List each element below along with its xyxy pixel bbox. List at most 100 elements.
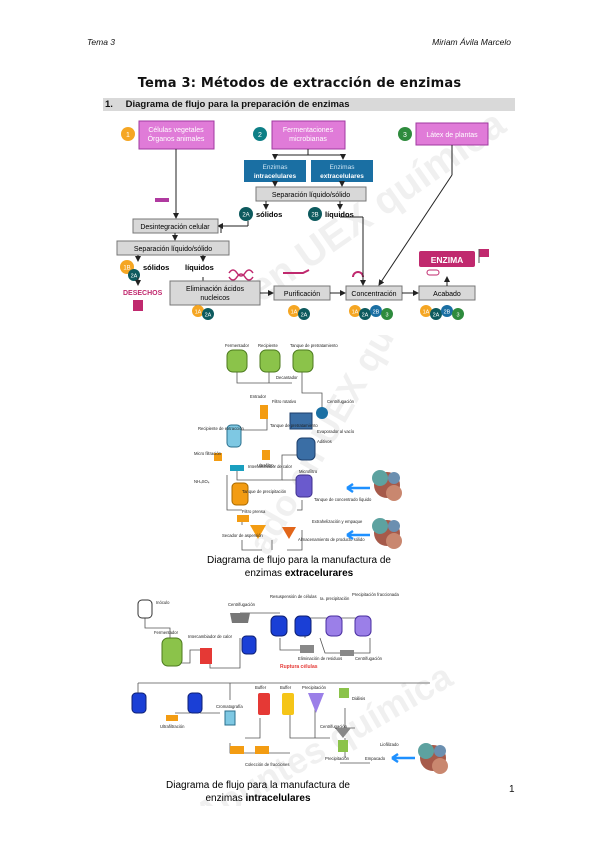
- extra-caption-line2: enzimas extracelurares: [245, 568, 354, 579]
- svg-text:1A: 1A: [352, 310, 359, 316]
- badge-2a: [239, 207, 253, 221]
- sep1-box: [255, 186, 367, 202]
- svg-text:Intercambiador de calor: Intercambiador de calor: [188, 634, 233, 639]
- coleccion-unit-2: [255, 746, 269, 754]
- badge-2a-small: [128, 269, 140, 281]
- elim-line1: Eliminación ácidos: [186, 286, 244, 293]
- intra-caption-line1: Diagrama de flujo para la manufactura de: [166, 780, 350, 791]
- precipitacion-cone: [308, 693, 324, 713]
- ultra-unit: [166, 715, 178, 721]
- centrif2-unit: [340, 650, 354, 656]
- svg-text:Precipitación fraccionada: Precipitación fraccionada: [352, 592, 399, 597]
- trash-icon: [133, 300, 143, 311]
- elim-line2: nucleicos: [200, 295, 230, 302]
- intra-box: [244, 160, 306, 182]
- protein-icon: [418, 743, 448, 774]
- enzima-text: ENZIMA: [431, 255, 464, 265]
- filtro-unit: [260, 405, 268, 419]
- header-left: Tema 3: [87, 37, 116, 47]
- svg-text:Tanque de precipitación: Tanque de precipitación: [242, 489, 287, 494]
- step2-badge: [253, 127, 267, 141]
- svg-text:2A: 2A: [433, 313, 440, 319]
- cromatografia-column: [224, 710, 236, 726]
- acabado-badges: 1A 2A 2B 3: [420, 305, 464, 320]
- tank-blue-3: [294, 615, 312, 637]
- svg-text:Ultrafiltración: Ultrafiltración: [160, 724, 185, 729]
- acabado-text: Acabado: [433, 291, 461, 298]
- arrow-icon: [346, 529, 370, 541]
- sep2-box: [116, 240, 230, 256]
- headphones-icon: [352, 271, 364, 278]
- section-label: Diagrama de flujo para la preparación de…: [125, 99, 350, 110]
- enzima-box: [419, 251, 475, 267]
- liquidos2-label: líquidos: [185, 263, 214, 272]
- svg-text:Tanque de concentrado líquido: Tanque de concentrado líquido: [314, 497, 372, 502]
- centrifuga-unit: [230, 613, 250, 623]
- recipiente-extr-vessel: [226, 424, 242, 448]
- coleccion-unit: [230, 746, 244, 754]
- svg-text:1A: 1A: [195, 310, 202, 316]
- badge-2b-text: 2B: [311, 213, 318, 219]
- page-title: Tema 3: Métodos de extracción de enzimas: [137, 76, 462, 91]
- syringe-icon: [283, 269, 310, 274]
- extracellular-diagram: ado en UEX química Fermentador Recipient…: [194, 335, 426, 579]
- svg-text:1A: 1A: [291, 310, 298, 316]
- src1-box: [138, 120, 215, 150]
- eliminacion-unit: [300, 645, 314, 653]
- svg-text:2B: 2B: [373, 310, 380, 316]
- section-heading: 1. Diagrama de flujo para la preparación…: [103, 98, 515, 111]
- tank-blue-4: [131, 692, 147, 714]
- sep1-text: Separación líquido/sólido: [272, 192, 350, 199]
- buffer1-tank: [258, 693, 270, 715]
- secador-unit: [250, 525, 266, 539]
- svg-text:Tanque de pretratamiento: Tanque de pretratamiento: [270, 423, 318, 428]
- svg-text:Centrifugación: Centrifugación: [228, 602, 256, 607]
- intercambiador-unit: [230, 465, 244, 471]
- svg-text:Buffer: Buffer: [255, 685, 267, 690]
- svg-text:Intercambiador de calor: Intercambiador de calor: [248, 464, 293, 469]
- tanque-conc-vessel: [295, 474, 313, 498]
- src2-line2: microbianas: [289, 136, 327, 143]
- tanque-pre2-unit: [289, 412, 313, 430]
- svg-text:3: 3: [456, 313, 459, 319]
- svg-text:2A: 2A: [301, 313, 308, 319]
- desechos-label: DESECHOS: [123, 290, 163, 297]
- elim-badges: 1A 2A: [192, 305, 214, 320]
- page-number: 1: [509, 784, 515, 795]
- fermentador-vessel: [226, 349, 248, 373]
- svg-text:Centrifugación: Centrifugación: [327, 399, 355, 404]
- svg-text:2B: 2B: [444, 310, 451, 316]
- svg-text:Resuspensión de células: Resuspensión de células: [270, 594, 317, 599]
- micro-unit: [214, 453, 222, 461]
- badge-2a-small-text: 2A: [131, 274, 138, 280]
- src2-box: [271, 120, 346, 150]
- extra-box: [311, 160, 373, 182]
- svg-text:2A: 2A: [362, 313, 369, 319]
- svg-text:Fermentador: Fermentador: [154, 630, 179, 635]
- ultrafiltro-unit: [262, 450, 270, 460]
- svg-text:Microfiltro: Microfiltro: [299, 469, 318, 474]
- svg-text:Ia. precipitación: Ia. precipitación: [320, 596, 350, 601]
- purif-badges: 1A 2A: [288, 305, 310, 320]
- badge-1b-text: 1B: [123, 266, 130, 272]
- svg-text:Ultrafiltro: Ultrafiltro: [257, 463, 274, 468]
- svg-text:Empacado: Empacado: [365, 756, 386, 761]
- centrifuga-unit: [316, 407, 328, 419]
- svg-text:Aditivos: Aditivos: [317, 439, 332, 444]
- precipitado-vessel: [338, 740, 348, 752]
- mortar-icon: [155, 198, 169, 202]
- step1-badge: [121, 127, 135, 141]
- evaporador-vessel: [296, 437, 316, 461]
- tank-blue-5: [187, 692, 203, 714]
- svg-text:Inóculo: Inóculo: [156, 600, 170, 605]
- svg-text:Secador de aspersión: Secador de aspersión: [222, 533, 263, 538]
- conc-text: Concentración: [351, 291, 396, 298]
- step3-badge: [398, 127, 412, 141]
- protein-icon: [372, 518, 402, 549]
- solidos-label: sólidos: [256, 210, 282, 219]
- svg-text:2A: 2A: [205, 313, 212, 319]
- svg-text:Precipitación: Precipitación: [325, 756, 350, 761]
- almacen-unit: [282, 527, 296, 539]
- inoculo-vessel: [137, 599, 153, 619]
- svg-text:Recipiente: Recipiente: [258, 343, 278, 348]
